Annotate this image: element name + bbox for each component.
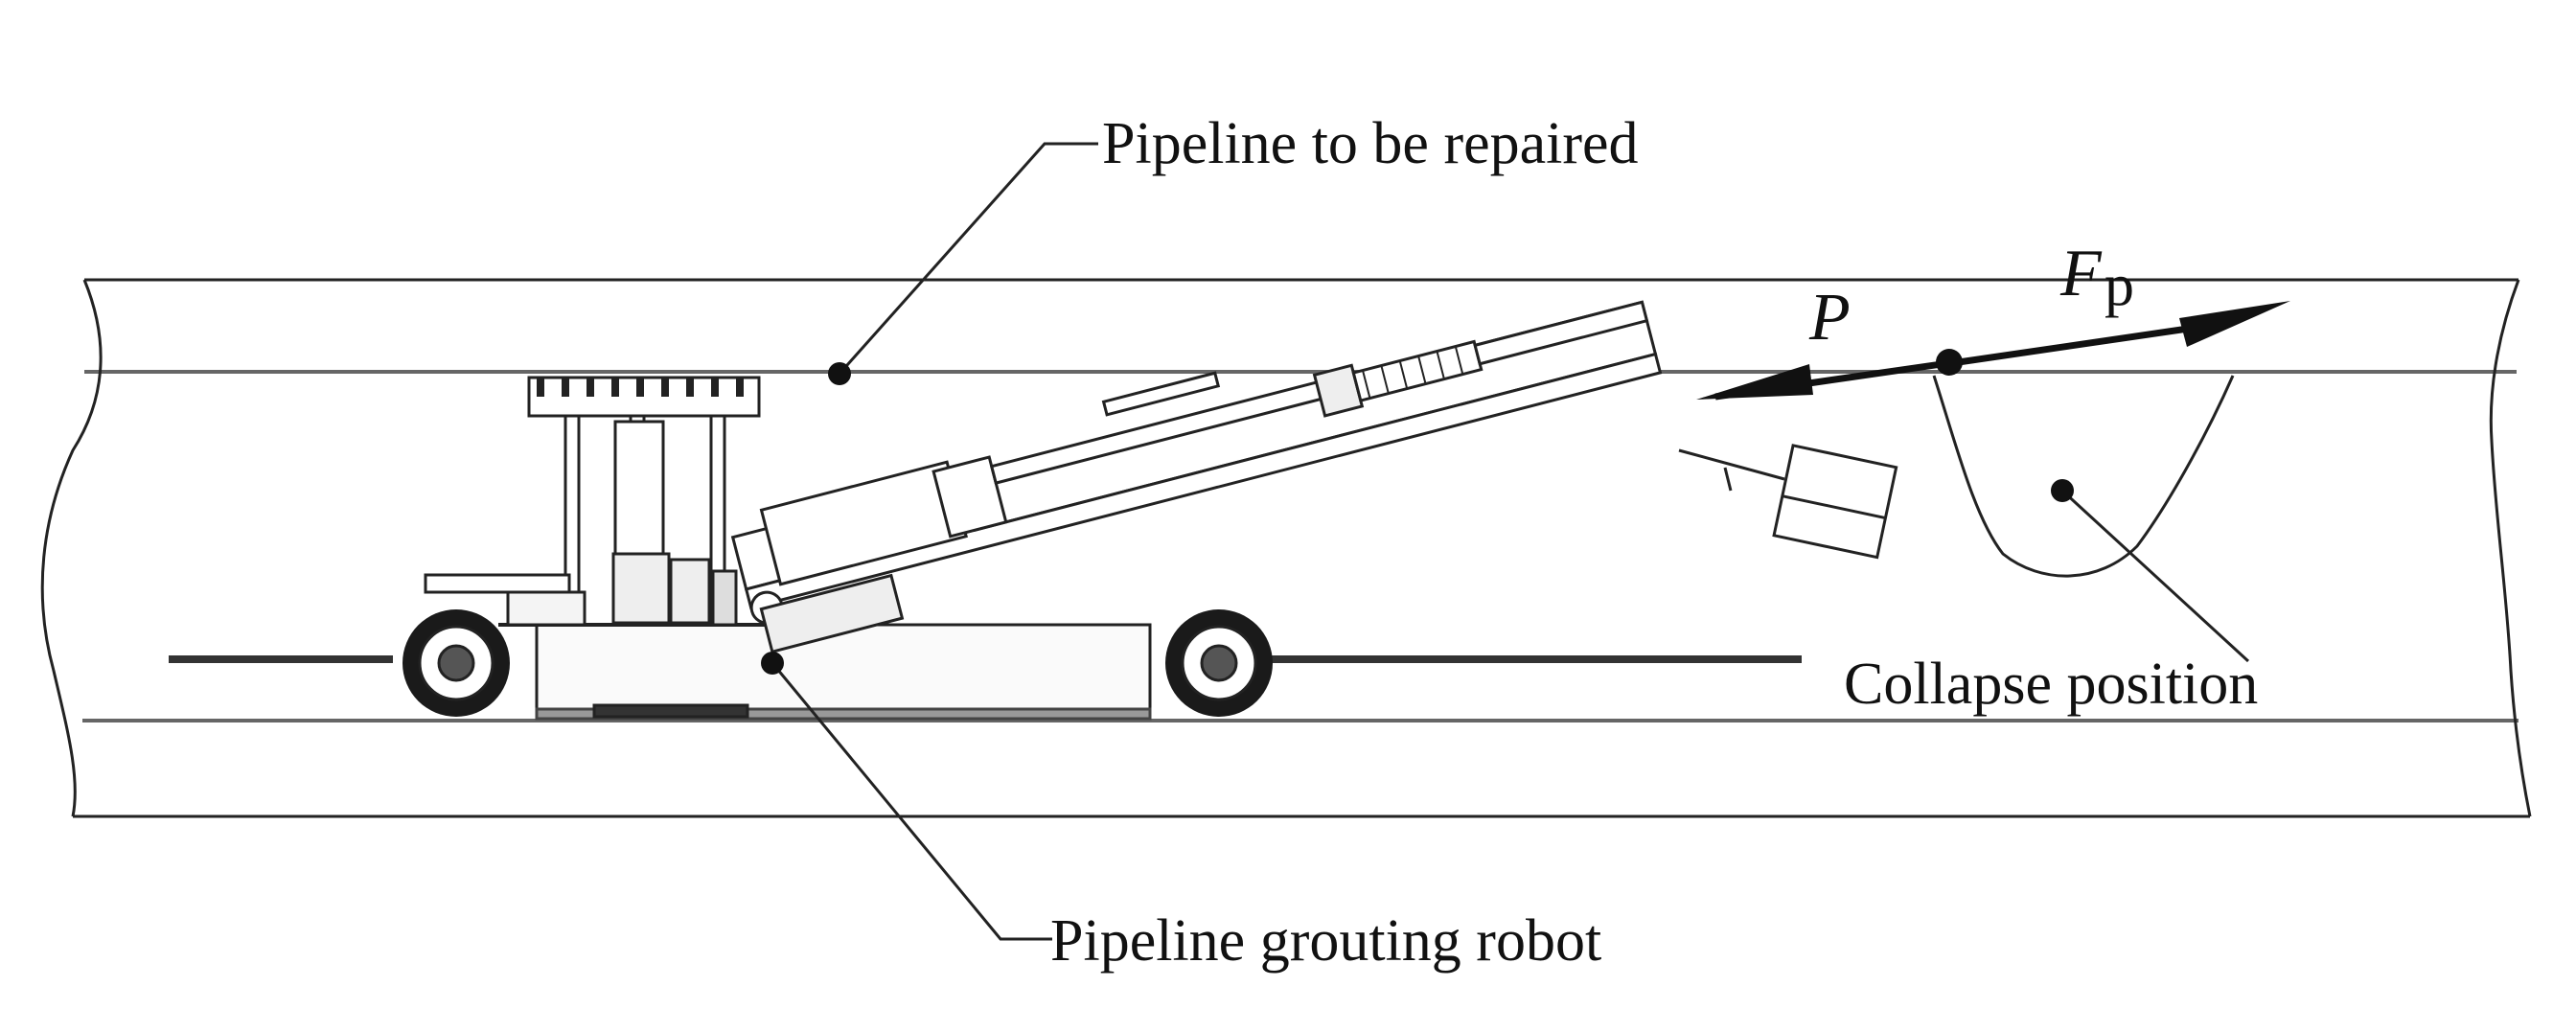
grout-box-body: [1772, 444, 1898, 560]
robot-marker: [761, 652, 784, 675]
collapse-leader: [2060, 489, 2250, 663]
force-arrows: [1696, 301, 2290, 401]
left-arm: [424, 573, 571, 594]
pipeline-label: Pipeline to be repaired: [1102, 111, 1639, 176]
robot-base-plate: [535, 707, 1152, 721]
grouting-robot: [424, 300, 1898, 721]
force-p-label: P: [1808, 281, 1851, 355]
grout-box-divider: [1782, 494, 1886, 520]
pipeline-marker: [828, 362, 851, 385]
robot-leader: [770, 662, 1052, 941]
boom-rail: [744, 352, 1663, 610]
pipeline: [40, 278, 2532, 818]
pipe-left-break: [40, 279, 103, 817]
fitting-block: [711, 569, 738, 627]
grout-box-link: [1678, 448, 1785, 481]
force-p-arrowhead: [1696, 364, 1813, 400]
collapse-marker: [2051, 479, 2074, 502]
center-cylinder: [613, 420, 665, 558]
inclined-boom: [730, 300, 1663, 654]
robot-chassis: [535, 623, 1152, 713]
pipe-right-break: [2489, 279, 2532, 817]
boom-coupling: [932, 455, 1008, 539]
wheel-left: [402, 609, 510, 717]
grout-box: [1772, 444, 1898, 560]
left-arm-mount: [506, 590, 586, 627]
support-plate-teeth: [537, 378, 744, 397]
robot-label: Pipeline grouting robot: [1050, 908, 1601, 974]
force-fp-arrowhead: [2179, 301, 2290, 347]
force-fp-shaft: [1944, 324, 2196, 368]
force-f-subscript: p: [2104, 253, 2134, 318]
center-cylinder-base: [611, 552, 671, 625]
wheel-right: [1165, 609, 1273, 717]
robot-base-detail: [592, 703, 749, 719]
leader-lines: [770, 142, 2250, 941]
boom-base-housing: [759, 573, 905, 654]
injection-nozzle: [1473, 300, 1649, 366]
force-application-point: [1936, 349, 1963, 376]
force-f-label: F: [2059, 237, 2103, 310]
drill-bit-threads: [1362, 346, 1464, 399]
collapse-label: Collapse position: [1844, 652, 2258, 717]
boom-top-fitting: [1101, 371, 1221, 417]
grout-box-bracket: [1723, 467, 1733, 492]
collapse-cavity: [1932, 375, 2235, 578]
pipeline-leader: [838, 142, 1098, 375]
valve-block: [669, 558, 711, 625]
